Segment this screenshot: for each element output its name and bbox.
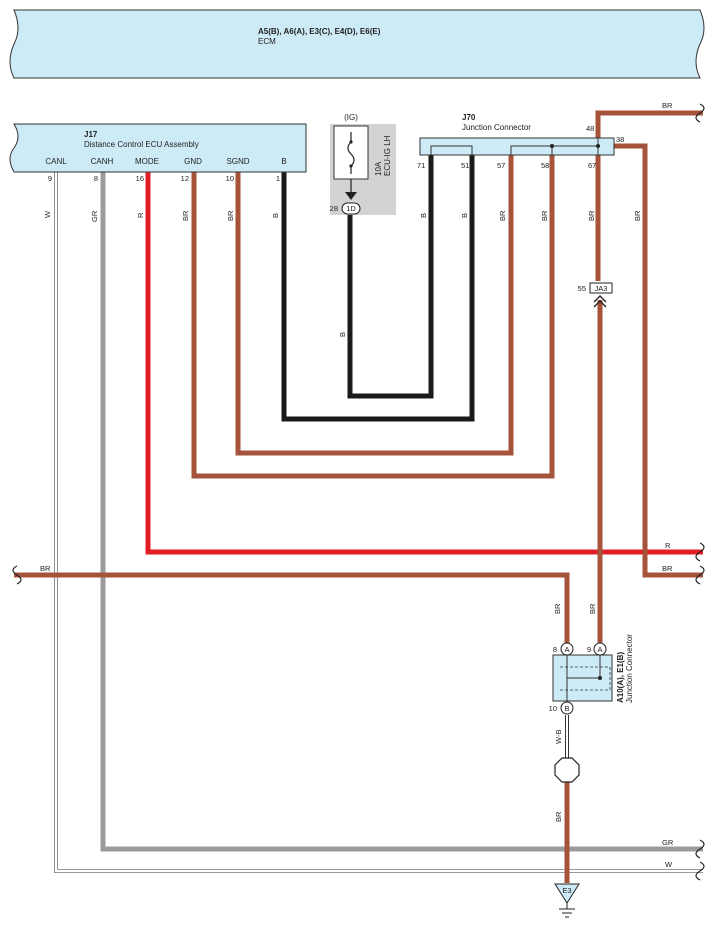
wire-canh-gray <box>100 172 703 852</box>
wire-label-wb: W-B <box>554 730 563 744</box>
wire-mode-red <box>145 172 703 555</box>
j70-pin-71: 71 <box>417 161 425 170</box>
j17-pin-8: 8 <box>94 174 98 183</box>
j70-pin-67: 67 <box>588 161 596 170</box>
a10-pin-8: 8 <box>553 645 557 654</box>
a10-letter-a9: A <box>597 645 602 654</box>
j17-terminal-mode: MODE <box>135 157 159 166</box>
ground-icon: E3 <box>554 883 580 918</box>
wire-label-br-sgnd: BR <box>226 210 235 221</box>
wire-label-br-57: BR <box>498 210 507 221</box>
j17-terminal-canl: CANL <box>45 157 67 166</box>
j70-pin-38: 38 <box>616 135 624 144</box>
j70-pin-57: 57 <box>497 161 505 170</box>
fuse-pin: 28 <box>330 204 338 213</box>
fuse-name: ECU-IG LH <box>383 135 392 176</box>
wire-label-br-67: BR <box>587 210 596 221</box>
ja3-label: JA3 <box>595 284 608 293</box>
a10-pin-9: 9 <box>587 645 591 654</box>
a10-letter-a8: A <box>564 645 569 654</box>
wire-gnd-brown <box>191 155 555 479</box>
j17-pin-10: 10 <box>226 174 234 183</box>
a10-pin-10: 10 <box>549 704 557 713</box>
wire-label-br-58: BR <box>540 210 549 221</box>
j17-pin-1: 1 <box>276 174 280 183</box>
j17-terminal-sgnd: SGND <box>226 157 249 166</box>
fuse-connector: 1D <box>346 204 356 213</box>
break-marks <box>12 103 705 881</box>
wire-label-br-38: BR <box>633 210 642 221</box>
wire-label-w: W <box>43 210 52 218</box>
ecm-connectors: A5(B), A6(A), E3(C), E4(D), E6(E) <box>258 27 381 36</box>
ground-label: E3 <box>562 886 571 895</box>
j17-pin-12: 12 <box>181 174 189 183</box>
j17-connector: J17 Distance Control ECU Assembly CANL C… <box>9 123 307 183</box>
j70-pin-48: 48 <box>586 124 594 133</box>
j70-pin-58: 58 <box>541 161 549 170</box>
wire-label-b-71: B <box>419 213 428 218</box>
j70-connector: J70 Junction Connector 48 38 71 51 57 58… <box>417 113 624 170</box>
wire-label-br-left: BR <box>40 564 51 573</box>
ja3-chevron-icon <box>593 295 607 308</box>
ja3-pin: 55 <box>578 284 586 293</box>
wire-label-w-right: W <box>665 860 673 869</box>
wire-fuse-black <box>347 155 434 399</box>
wire-left-brown <box>14 572 570 643</box>
wire-sgnd-brown <box>235 155 514 456</box>
a10-connector: A A B 8 9 10 A10(A), E1(B) Junction Conn… <box>549 634 634 715</box>
wire-color-labels: W GR R BR BR B B B B BR BR BR BR BR BR W… <box>40 101 674 869</box>
wires <box>14 110 703 883</box>
j17-terminal-canh: CANH <box>91 157 114 166</box>
j70-pin-51: 51 <box>461 161 469 170</box>
wire-b-black <box>281 155 475 422</box>
wire-label-gr-right: GR <box>662 838 674 847</box>
ecm-block: A5(B), A6(A), E3(C), E4(D), E6(E) ECM <box>9 9 705 79</box>
fuse-icon <box>347 132 355 174</box>
wire-label-br-a9: BR <box>588 603 597 614</box>
fuse-group: (IG) <box>344 113 358 122</box>
wire-48-brown <box>595 110 703 138</box>
a10-letter-b10: B <box>564 704 569 713</box>
j17-terminal-b: B <box>281 157 286 166</box>
wire-label-gr: GR <box>90 210 99 222</box>
wire-label-b-51: B <box>460 213 469 218</box>
ground-point-octagon <box>554 757 580 783</box>
wire-label-br-top-right: BR <box>662 101 673 110</box>
j17-name: Distance Control ECU Assembly <box>84 140 199 149</box>
ja3-connector: JA3 55 <box>578 282 613 308</box>
fuse-rating: 10A <box>374 161 383 176</box>
wire-label-b: B <box>271 213 280 218</box>
j70-code: J70 <box>462 113 476 122</box>
wire-38-brown <box>614 143 703 578</box>
j70-name: Junction Connector <box>462 123 531 132</box>
wire-label-r-right: R <box>665 541 671 550</box>
wire-label-br-ground: BR <box>554 811 563 822</box>
j17-code: J17 <box>84 130 98 139</box>
wire-label-br-a8: BR <box>553 603 562 614</box>
fuse-block: (IG) 10A ECU-IG LH 28 1D <box>330 113 396 215</box>
j17-terminal-gnd: GND <box>184 157 202 166</box>
wire-label-r: R <box>136 212 145 218</box>
wire-label-br-right: BR <box>662 564 673 573</box>
j17-pin-9: 9 <box>48 174 52 183</box>
a10-subtitle: Junction Connector <box>625 634 634 703</box>
a10-name: A10(A), E1(B) <box>616 652 625 703</box>
ecm-name: ECM <box>258 37 276 46</box>
wire-label-br-gnd: BR <box>181 210 190 221</box>
wire-label-b-fuse: B <box>338 332 347 337</box>
j17-pin-16: 16 <box>136 174 144 183</box>
wire-canl-white <box>54 172 703 873</box>
